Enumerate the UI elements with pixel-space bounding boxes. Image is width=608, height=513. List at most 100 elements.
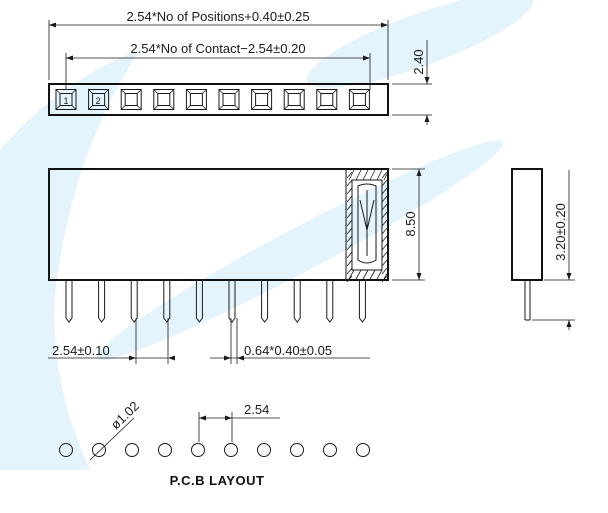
hatch-line — [369, 169, 376, 181]
hatch-line — [346, 179, 353, 187]
pcb-hole — [92, 443, 106, 457]
hatch-line — [381, 243, 388, 251]
pin-cell-inner — [255, 93, 269, 106]
pin-lead — [163, 280, 171, 323]
pin-cell-chamfer — [136, 89, 142, 94]
pcb-hole — [323, 443, 337, 457]
pin-cell-chamfer — [234, 89, 240, 94]
pin-cell-chamfer — [104, 105, 109, 110]
pin-cell-chamfer — [283, 89, 289, 94]
pin-lead — [65, 280, 73, 323]
top-height-dim: 2.40 — [411, 49, 426, 74]
hatch-line — [381, 275, 388, 283]
hatch-line — [381, 203, 388, 211]
pin-cell-inner — [222, 93, 236, 106]
pin-cell-outer — [316, 89, 338, 110]
pin-cell-chamfer — [349, 105, 354, 110]
hatch-line — [383, 169, 390, 181]
hatch-line — [346, 251, 353, 259]
pin-cell-chamfer — [218, 89, 224, 94]
pin-cell-chamfer — [169, 89, 175, 94]
hatch-line — [381, 195, 388, 203]
hatch-line — [346, 235, 353, 243]
hatch-line — [383, 269, 390, 280]
hatch-line — [381, 259, 388, 267]
hatch-line — [346, 275, 353, 283]
hatch-line — [369, 269, 376, 280]
side-view: 3.20±0.20 — [511, 168, 575, 330]
pin-cell-inner — [92, 93, 106, 106]
hatch-line — [381, 227, 388, 235]
pin-cell-chamfer — [202, 89, 207, 94]
hatch-line — [381, 219, 388, 227]
hatch-line — [346, 243, 353, 251]
hatch-line — [381, 171, 388, 179]
hatch-line — [355, 269, 362, 280]
pcb-holes — [59, 443, 370, 457]
pin-cell-inner — [59, 93, 73, 106]
pin-lead — [98, 280, 106, 323]
pin-cell-inner — [320, 93, 334, 106]
pin-cell-outer — [185, 89, 207, 110]
pin-cell-chamfer — [365, 105, 370, 110]
pin-cell-outer — [120, 89, 142, 110]
body-height-dim: 8.50 — [403, 211, 418, 236]
pcb-hole — [257, 443, 271, 457]
hatch-line — [348, 169, 355, 181]
hatch-line — [381, 251, 388, 259]
pin-cell-outer — [88, 89, 110, 110]
pin-cell-chamfer — [267, 89, 272, 94]
contact-span-dim: 2.54*No of Contact−2.54±0.20 — [130, 41, 305, 56]
hatch-line — [346, 187, 353, 195]
pcb-layout: ø1.02 2.54 P.C.B LAYOUT — [59, 398, 370, 488]
hatch-line — [346, 259, 353, 267]
pin-cell-chamfer — [55, 89, 61, 94]
pcb-title: P.C.B LAYOUT — [170, 473, 265, 488]
hatch-line — [362, 269, 369, 280]
pin-cell-chamfer — [202, 105, 207, 110]
pin-cell-inner — [287, 93, 301, 106]
pin-lead — [293, 280, 301, 323]
pcb-hole — [356, 443, 370, 457]
pin-cell-chamfer — [299, 105, 305, 110]
hatch-line — [346, 171, 353, 179]
pin-cell-chamfer — [169, 105, 175, 110]
pcb-hole — [59, 443, 73, 457]
pcb-hole — [290, 443, 304, 457]
pitch-dim: 2.54±0.10 — [52, 343, 110, 358]
pin-lead — [228, 280, 236, 323]
pcb-hole — [191, 443, 205, 457]
hatch-line — [346, 267, 353, 275]
pin-cell-chamfer — [186, 89, 191, 94]
hatch-line — [381, 235, 388, 243]
pin-size-dim: 0.64*0.40±0.05 — [244, 343, 332, 358]
pin-lead — [130, 280, 138, 323]
pin-cell-chamfer — [349, 89, 354, 94]
hatch-line — [381, 187, 388, 195]
pin-cell-chamfer — [55, 105, 61, 110]
hatch-line — [381, 211, 388, 219]
pin-cell-outer — [348, 89, 370, 110]
pin-lead — [195, 280, 203, 323]
section-hatch — [346, 169, 390, 283]
pin-label-1: 1 — [63, 96, 68, 106]
hatch-line — [346, 219, 353, 227]
front-view: 8.50 2.54±0.10 0.64*0.40±0.05 — [48, 168, 425, 364]
pins — [65, 280, 366, 323]
pin-cell-chamfer — [316, 89, 322, 94]
pin-cell-inner — [124, 93, 138, 106]
pin-lead — [326, 280, 334, 323]
pin-cell-chamfer — [332, 105, 338, 110]
pin-cell-chamfer — [365, 89, 370, 94]
pin-cell-chamfer — [120, 105, 126, 110]
pin-cell-inner — [352, 93, 366, 106]
pin-cell-outer — [153, 89, 175, 110]
pin-cell-chamfer — [218, 105, 224, 110]
hatch-line — [346, 195, 353, 203]
pin-cell-outer — [55, 89, 77, 110]
pin-cell-chamfer — [234, 105, 240, 110]
pin-cell-chamfer — [251, 89, 256, 94]
pin-label-2: 2 — [95, 96, 100, 106]
hatch-line — [348, 269, 355, 280]
